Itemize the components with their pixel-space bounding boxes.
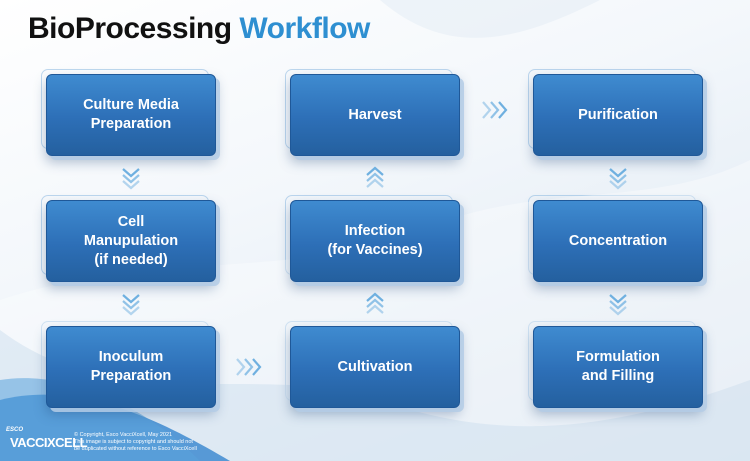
- step-harvest: Harvest: [285, 69, 460, 156]
- esco-vaccixcell-logo: ESCO VACCIXCELL: [6, 427, 88, 457]
- step-purification: Purification: [528, 69, 703, 156]
- step-concentration: Concentration: [528, 195, 703, 282]
- chevron-right-icon: [234, 356, 264, 378]
- logo-brand-text: VACCIXCELL: [10, 435, 88, 450]
- chevron-down-icon: [120, 292, 142, 316]
- logo-esco-text: ESCO: [6, 427, 24, 433]
- chevron-down-icon: [607, 166, 629, 190]
- copyright-line: © Copyright, Esco VacciXcell, May 2021: [74, 431, 173, 438]
- step-cultivation: Cultivation: [285, 321, 460, 408]
- footer: ESCO VACCIXCELL © Copyright, Esco VacciX…: [6, 426, 224, 458]
- step-inoculum-preparation: Inoculum Preparation: [41, 321, 216, 408]
- step-cell-manipulation: Cell Manupulation (if needed): [41, 195, 216, 282]
- page-title: BioProcessing Workflow: [28, 12, 370, 46]
- copyright-line: This image is subject to copyright and s…: [74, 438, 193, 445]
- chevron-right-icon: [480, 99, 510, 121]
- copyright-notice: © Copyright, Esco VacciXcell, May 2021 T…: [74, 432, 224, 453]
- title-part-2: Workflow: [239, 12, 370, 45]
- title-part-1: BioProcessing: [28, 12, 232, 45]
- chevron-down-icon: [607, 292, 629, 316]
- step-formulation-and-filling: Formulation and Filling: [528, 321, 703, 408]
- step-culture-media-preparation: Culture Media Preparation: [41, 69, 216, 156]
- step-infection: Infection (for Vaccines): [285, 195, 460, 282]
- chevron-up-icon: [364, 292, 386, 316]
- copyright-line: be duplicated without reference to Esco …: [74, 445, 197, 452]
- chevron-down-icon: [120, 166, 142, 190]
- chevron-up-icon: [364, 166, 386, 190]
